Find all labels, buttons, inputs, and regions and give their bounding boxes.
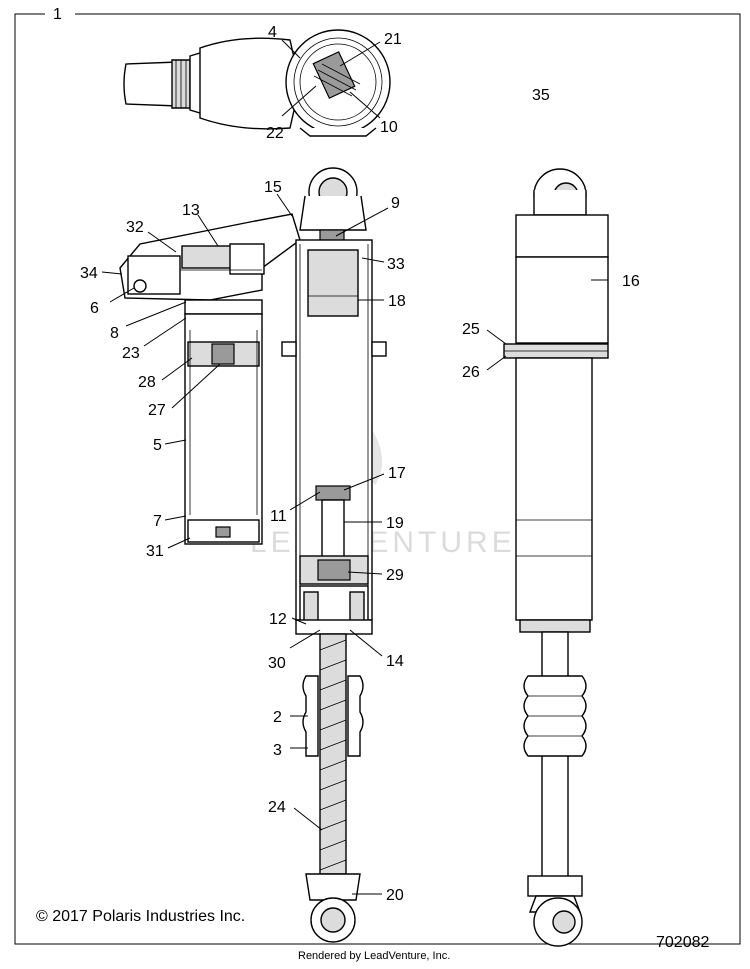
callout-7: 7 — [153, 513, 162, 530]
callout-16: 16 — [622, 273, 640, 290]
callout-24: 24 — [268, 799, 286, 816]
callout-34: 34 — [80, 265, 98, 282]
callout-25: 25 — [462, 321, 480, 338]
callout-18: 18 — [388, 293, 406, 310]
callout-32: 32 — [126, 219, 144, 236]
callout-27: 27 — [148, 402, 166, 419]
callout-13: 13 — [182, 202, 200, 219]
callout-4: 4 — [268, 24, 277, 41]
footer: © 2017 Polaris Industries Inc. 702082 Re… — [36, 908, 709, 962]
leader-lines — [101, 39, 608, 895]
thread-lines — [319, 639, 347, 871]
main-shock-cutaway — [281, 167, 387, 943]
top-view-assembly — [123, 29, 391, 137]
callout-29: 29 — [386, 567, 404, 584]
watermark: LEADVENTURE — [250, 430, 516, 559]
callout-20: 20 — [386, 887, 404, 904]
callout-17: 17 — [388, 465, 406, 482]
callout-31: 31 — [146, 543, 164, 560]
drawing-number: 702082 — [656, 934, 709, 951]
callout-23: 23 — [122, 345, 140, 362]
callout-33: 33 — [387, 256, 405, 273]
callout-26: 26 — [462, 364, 480, 381]
callout-5: 5 — [153, 437, 162, 454]
frame-label: 1 — [53, 6, 62, 23]
copyright-text: © 2017 Polaris Industries Inc. — [36, 908, 245, 925]
callout-28: 28 — [138, 374, 156, 391]
callout-6: 6 — [90, 300, 99, 317]
callout-12: 12 — [269, 611, 287, 628]
callout-14: 14 — [386, 653, 404, 670]
reservoir-assembly — [119, 213, 301, 545]
callout-22: 22 — [266, 125, 284, 142]
frame: 1 — [14, 6, 741, 945]
callout-10: 10 — [380, 119, 398, 136]
callout-3: 3 — [273, 742, 282, 759]
callout-19: 19 — [386, 515, 404, 532]
callout-11: 11 — [270, 508, 287, 525]
callouts: 4 21 22 10 35 15 9 13 32 33 34 16 6 18 8… — [80, 24, 640, 904]
callout-2: 2 — [273, 709, 282, 726]
callout-35: 35 — [532, 87, 550, 104]
callout-30: 30 — [268, 655, 286, 672]
exterior-shock — [503, 168, 609, 947]
callout-21: 21 — [384, 31, 402, 48]
callout-9: 9 — [391, 195, 400, 212]
rendered-by-text: Rendered by LeadVenture, Inc. — [298, 950, 450, 962]
watermark-text: LEADVENTURE — [250, 526, 516, 559]
callout-15: 15 — [264, 179, 282, 196]
callout-8: 8 — [110, 325, 119, 342]
